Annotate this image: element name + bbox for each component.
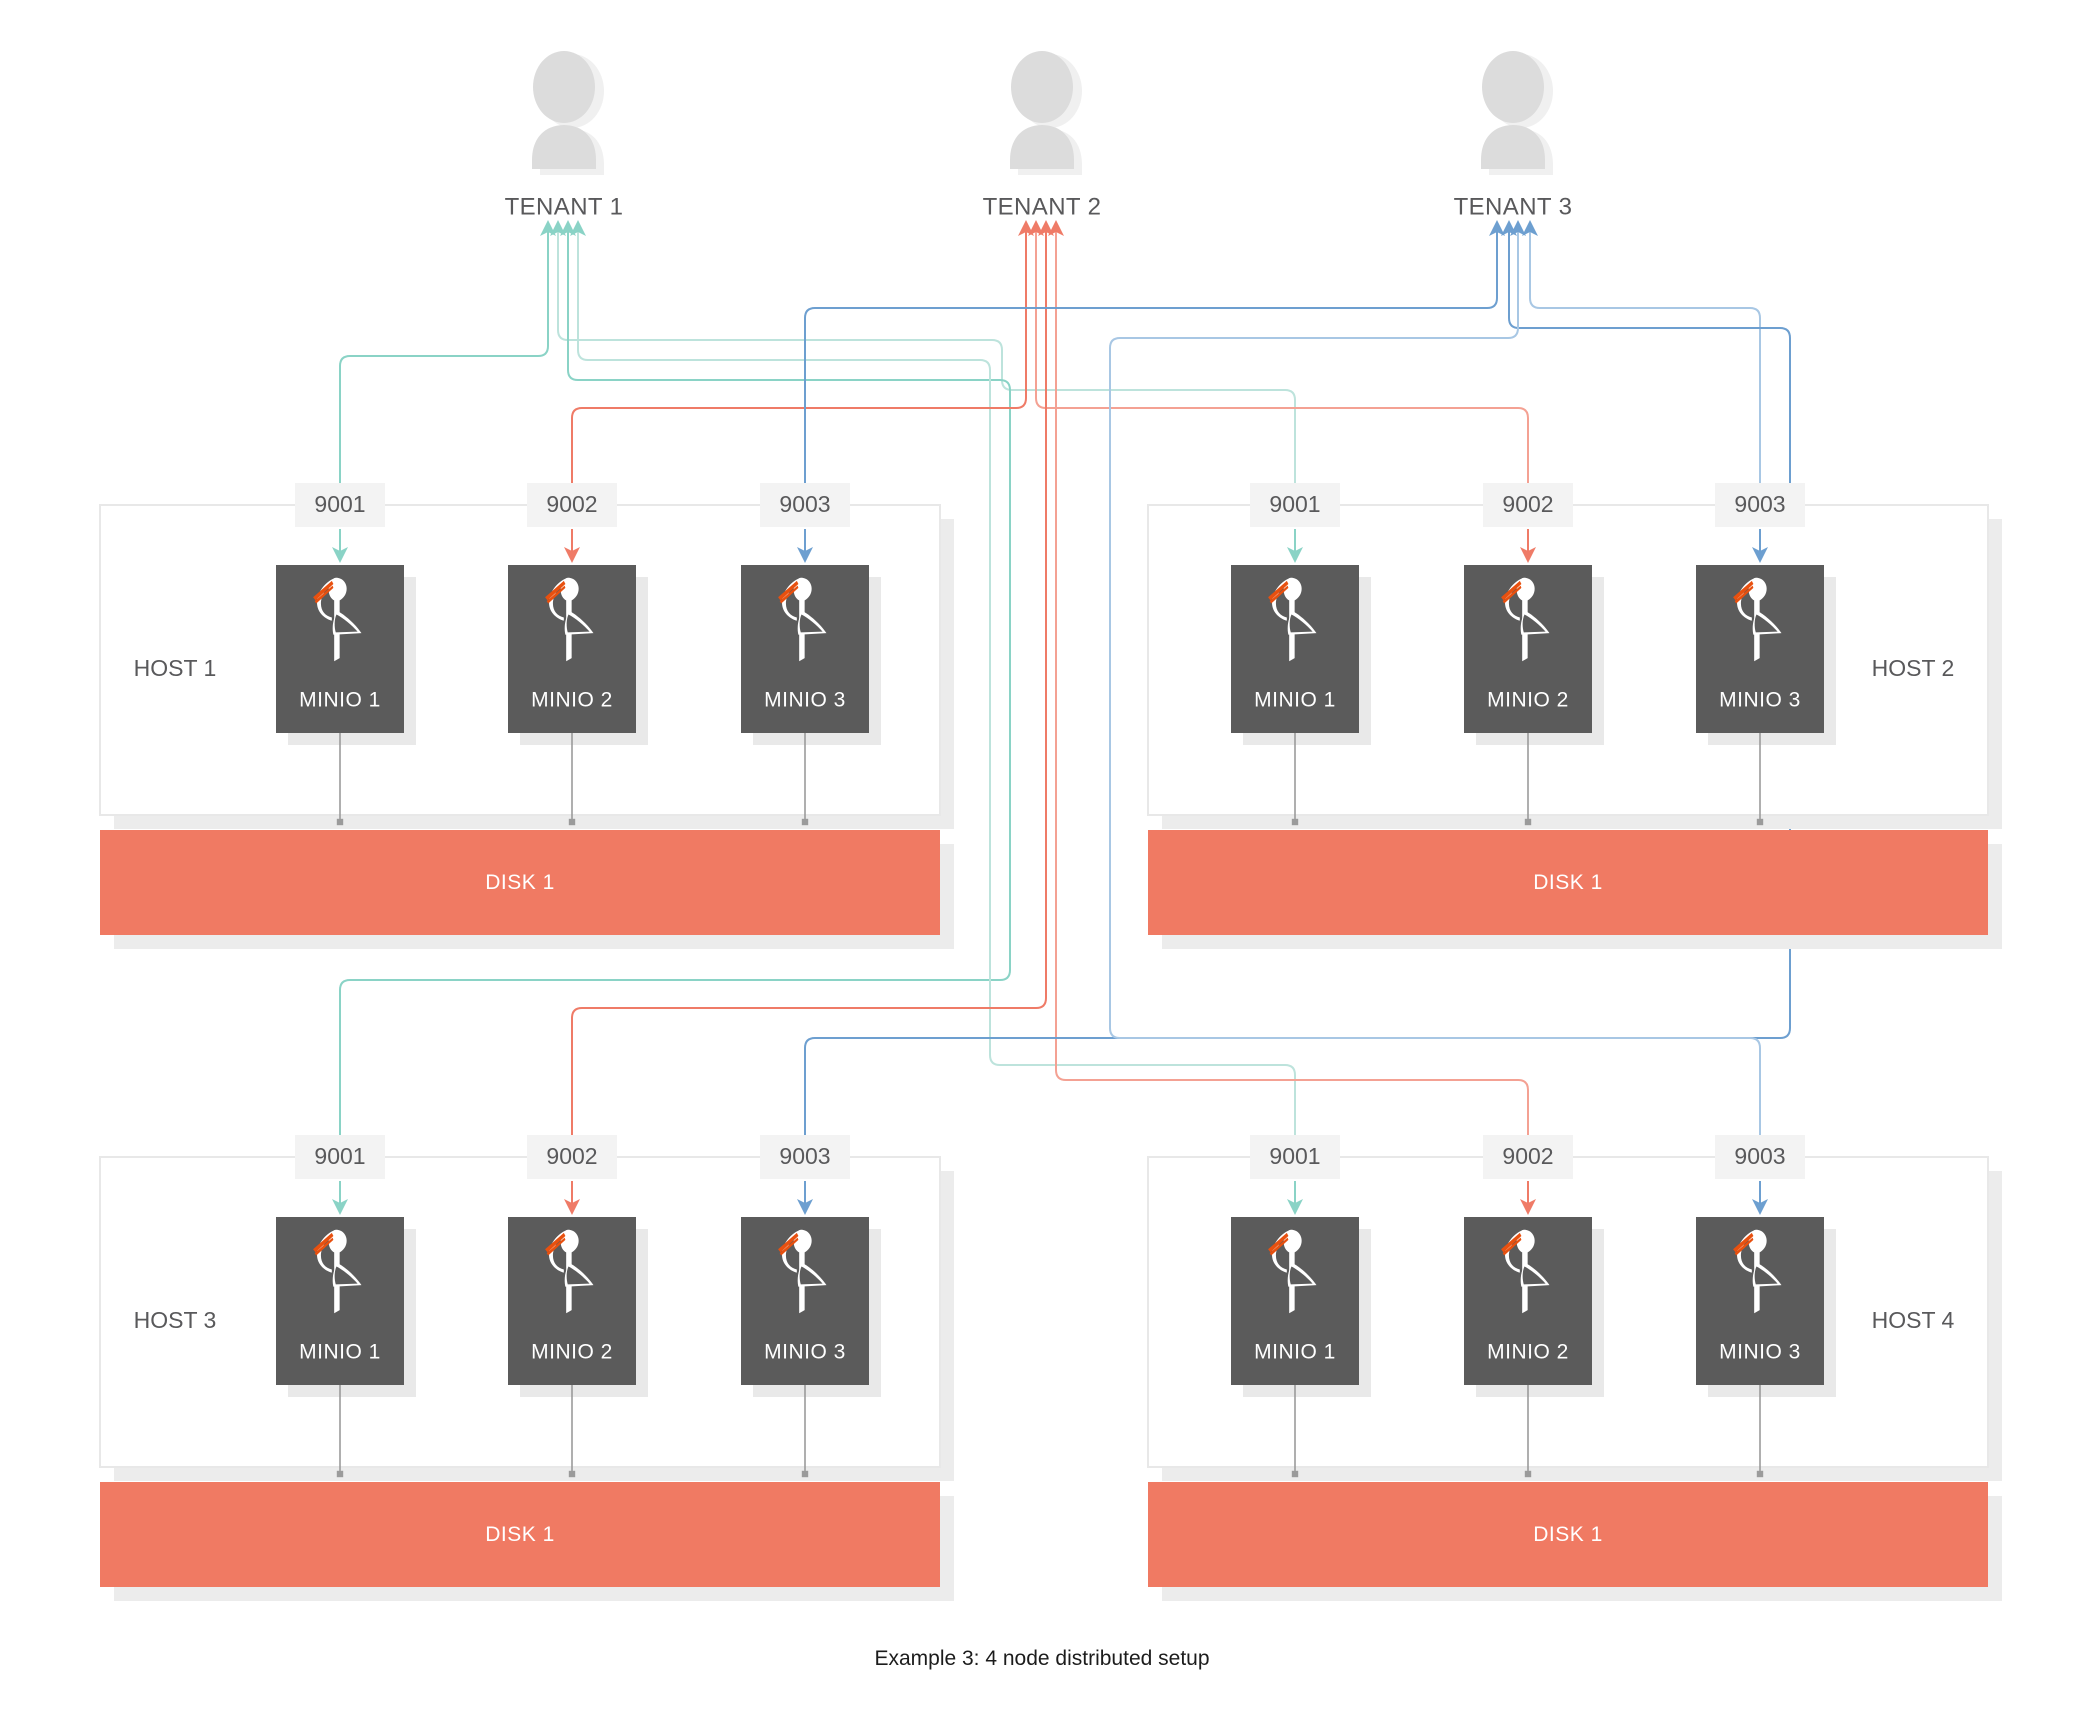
host-3-disk[interactable] <box>100 1482 940 1587</box>
host-2-minio3-label: MINIO 3 <box>1719 689 1801 712</box>
tenant-2-group: TENANT 2 <box>983 51 1102 220</box>
host-1-minio2-label: MINIO 2 <box>531 689 613 712</box>
host-4-port-9003-label: 9003 <box>1734 1143 1785 1169</box>
host-1-label: HOST 1 <box>134 655 217 681</box>
host-2-port-9001-badge[interactable] <box>1250 483 1340 527</box>
user-avatar-icon <box>532 51 604 175</box>
host-3-label: HOST 3 <box>134 1307 217 1333</box>
connector-lines <box>339 220 1791 1135</box>
figure-caption: Example 3: 4 node distributed setup <box>874 1647 1209 1670</box>
host-3-port-9001-label: 9001 <box>314 1143 365 1169</box>
host-4-disk-label: DISK 1 <box>1533 1523 1603 1546</box>
host-4-top-guide <box>1148 1156 1989 1467</box>
host-4-disk[interactable] <box>1148 1482 1988 1587</box>
link-host2-9001-tenant1 <box>550 220 1296 483</box>
tenant-1-label[interactable]: TENANT 1 <box>505 193 624 220</box>
host-1-disk[interactable] <box>100 830 940 935</box>
tenant-group: TENANT 1 TENANT 2 TENANT 3 <box>505 51 1573 220</box>
host-3-port-9003-badge[interactable] <box>760 1135 850 1179</box>
link-host1-9003-tenant3b <box>804 220 1505 483</box>
tenant-2-label[interactable]: TENANT 2 <box>983 193 1102 220</box>
host-1-port-9003-label: 9003 <box>779 491 830 517</box>
host-2-port-9002-badge[interactable] <box>1483 483 1573 527</box>
link-host3-9001-tenant1 <box>339 220 1011 1135</box>
host-2-port-9001-label: 9001 <box>1269 491 1320 517</box>
tenant-3-label[interactable]: TENANT 3 <box>1454 193 1573 220</box>
host-3-disk-label: DISK 1 <box>485 1523 555 1546</box>
tenant-1-group: TENANT 1 <box>505 51 624 220</box>
host-2-port-9003-badge[interactable] <box>1715 483 1805 527</box>
host-4-port-9003-badge[interactable] <box>1715 1135 1805 1179</box>
host-1-port-9003-badge[interactable] <box>760 483 850 527</box>
host-4-label: HOST 4 <box>1872 1307 1955 1333</box>
host-3-minio3-label: MINIO 3 <box>764 1341 846 1364</box>
link-host2-9003-tenant3 <box>1522 220 1761 483</box>
host-1-port-9002-label: 9002 <box>546 491 597 517</box>
link-host1-9001-tenant1 <box>339 220 556 483</box>
link-host4-9001-tenant1 <box>570 220 1296 1135</box>
user-avatar-icon <box>1010 51 1082 175</box>
link-host4-9003-tenant3b <box>1109 220 1761 1135</box>
host-1-minio3-label: MINIO 3 <box>764 689 846 712</box>
host-4-minio2-label: MINIO 2 <box>1487 1341 1569 1364</box>
host-2-port-9003-label: 9003 <box>1734 491 1785 517</box>
host-1-minio1-label: MINIO 1 <box>299 689 381 712</box>
host-3-port-9003-label: 9003 <box>779 1143 830 1169</box>
host-4-port-9002-label: 9002 <box>1502 1143 1553 1169</box>
host-4-minio1-label: MINIO 1 <box>1254 1341 1336 1364</box>
host-2-minio2-label: MINIO 2 <box>1487 689 1569 712</box>
host-2-top-guide <box>1148 504 1989 815</box>
host-4-port-9001-badge[interactable] <box>1250 1135 1340 1179</box>
user-avatar-icon <box>1481 51 1553 175</box>
host-2-label: HOST 2 <box>1872 655 1955 681</box>
link-host1-9002-tenant2 <box>571 220 1034 483</box>
host-4-port-9001-label: 9001 <box>1269 1143 1320 1169</box>
link-host3-9002-tenant2 <box>571 220 1054 1135</box>
host-2-minio1-label: MINIO 1 <box>1254 689 1336 712</box>
host-1-port-9001-label: 9001 <box>314 491 365 517</box>
link-host4-9002-tenant2 <box>1048 220 1529 1135</box>
host-3-port-9002-label: 9002 <box>546 1143 597 1169</box>
host-1-port-9002-badge[interactable] <box>527 483 617 527</box>
host-2-disk[interactable] <box>1148 830 1988 935</box>
host-3-minio1-label: MINIO 1 <box>299 1341 381 1364</box>
host-3-port-9001-badge[interactable] <box>295 1135 385 1179</box>
tenant-3-group: TENANT 3 <box>1454 51 1573 220</box>
host-3-minio2-label: MINIO 2 <box>531 1341 613 1364</box>
link-host2-9002-tenant2 <box>1028 220 1529 483</box>
host-4-port-9002-badge[interactable] <box>1483 1135 1573 1179</box>
host-1-disk-label: DISK 1 <box>485 871 555 894</box>
host-1-port-9001-badge[interactable] <box>295 483 385 527</box>
host-3-port-9002-badge[interactable] <box>527 1135 617 1179</box>
host-2-disk-label: DISK 1 <box>1533 871 1603 894</box>
host-2-port-9002-label: 9002 <box>1502 491 1553 517</box>
host-4-minio3-label: MINIO 3 <box>1719 1341 1801 1364</box>
